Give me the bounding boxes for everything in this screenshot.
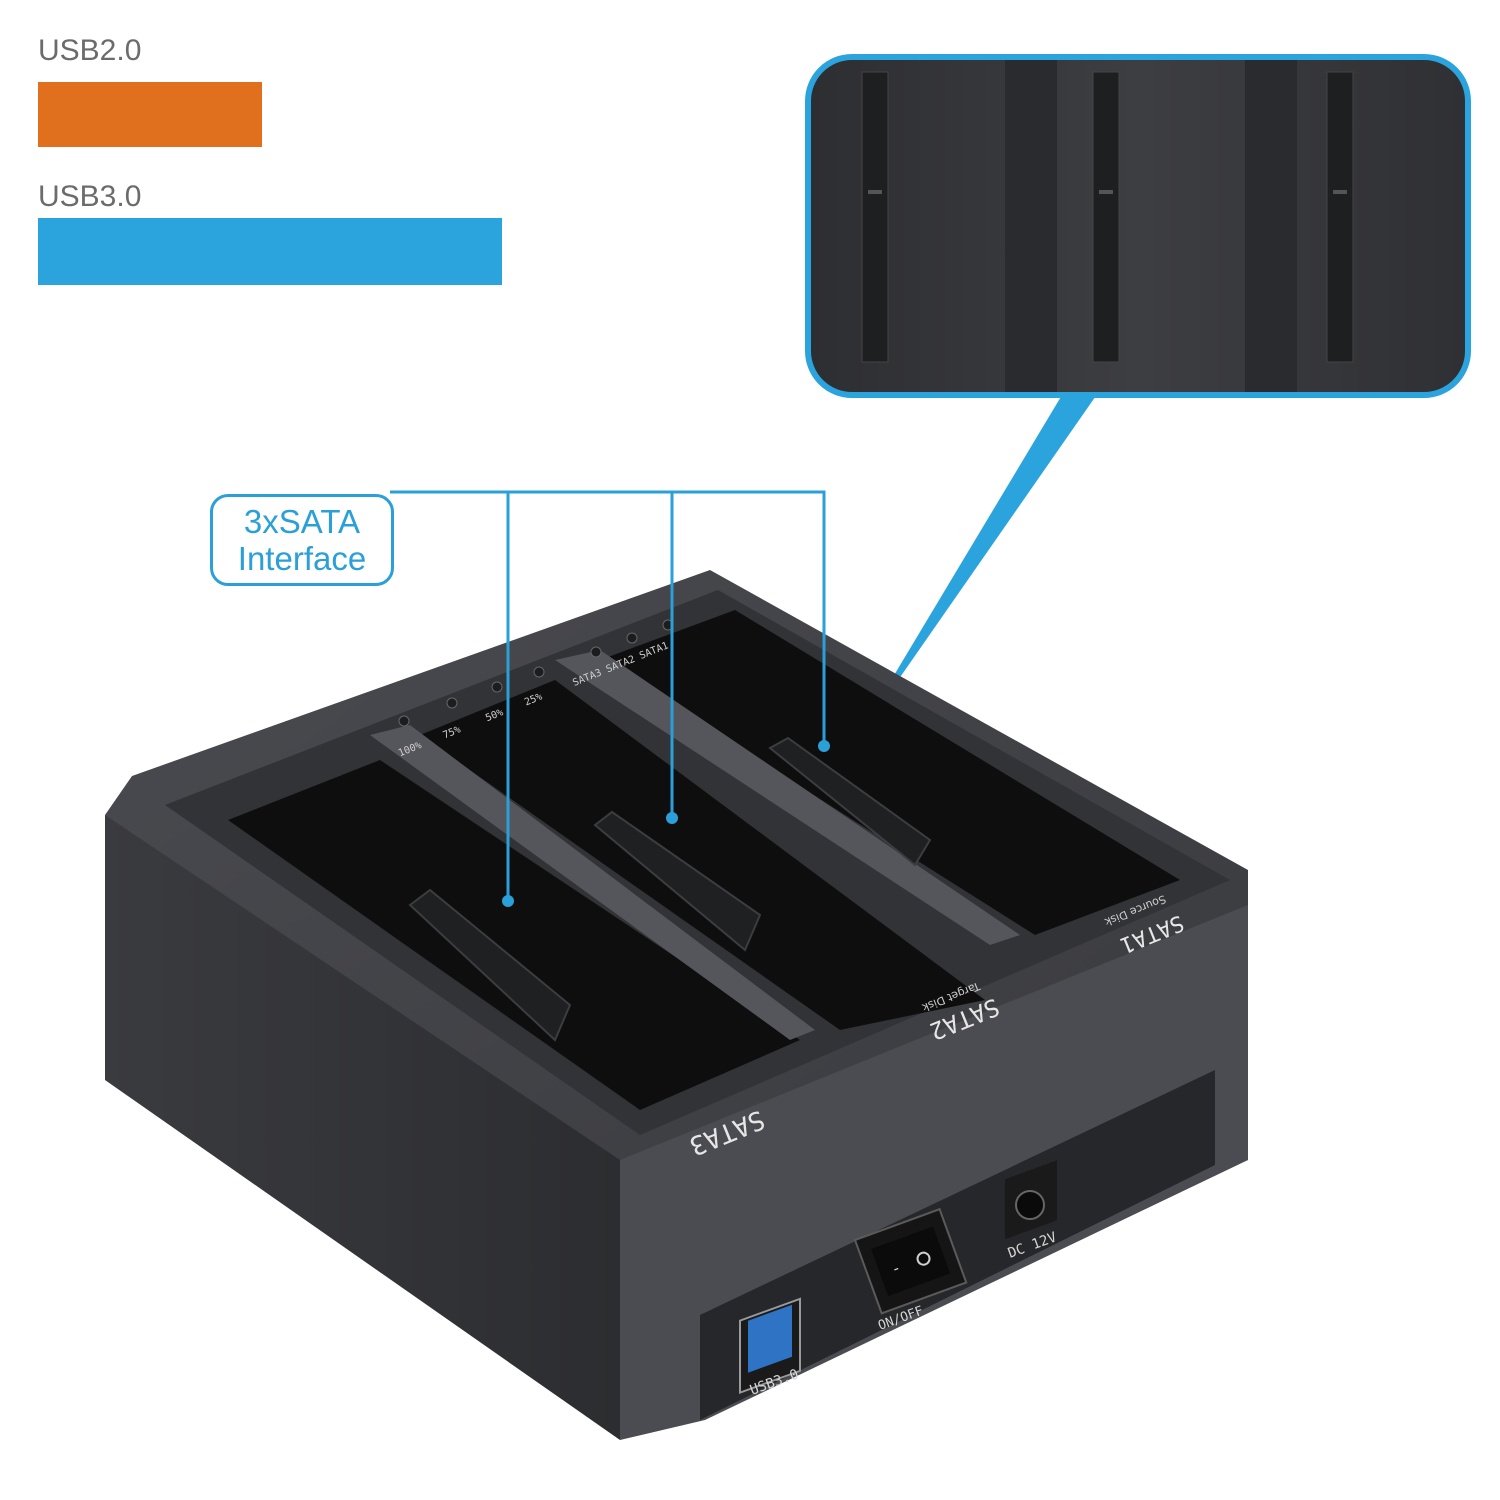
callout-line-2: Interface: [237, 540, 367, 577]
zoom-divider: [1245, 60, 1297, 392]
callout-dot: [666, 812, 678, 824]
sata-interface-callout: 3xSATA Interface: [210, 494, 394, 586]
sata-dock: 100% 75% 50% 25% SATA3 SATA2 SATA1 SATA3…: [105, 570, 1248, 1440]
dc-jack: [1005, 1160, 1057, 1240]
zoom-divider: [1005, 60, 1057, 392]
callout-dot: [502, 895, 514, 907]
callout-dot: [818, 740, 830, 752]
zoom-connector: [861, 71, 1354, 363]
usb2-label: USB2.0: [38, 34, 142, 67]
callout-line-1: 3xSATA: [243, 503, 361, 540]
bay-sata3: [228, 760, 800, 1110]
led-indicators: [398, 619, 674, 727]
usb3-port: [739, 1297, 801, 1395]
zoom-pointer: [848, 390, 1100, 752]
bay-connector: [408, 736, 932, 1042]
zoom-frame: [805, 54, 1471, 398]
bay-sata1: [600, 610, 1180, 935]
usb3-speed-bar: [38, 218, 502, 285]
zoom-inset: [805, 54, 1471, 752]
power-switch: -: [853, 1207, 968, 1315]
usb2-speed-bar: [38, 82, 262, 147]
usb3-label: USB3.0: [38, 180, 142, 213]
bay-sata2: [420, 680, 985, 1030]
callout-leaders: [390, 490, 826, 900]
